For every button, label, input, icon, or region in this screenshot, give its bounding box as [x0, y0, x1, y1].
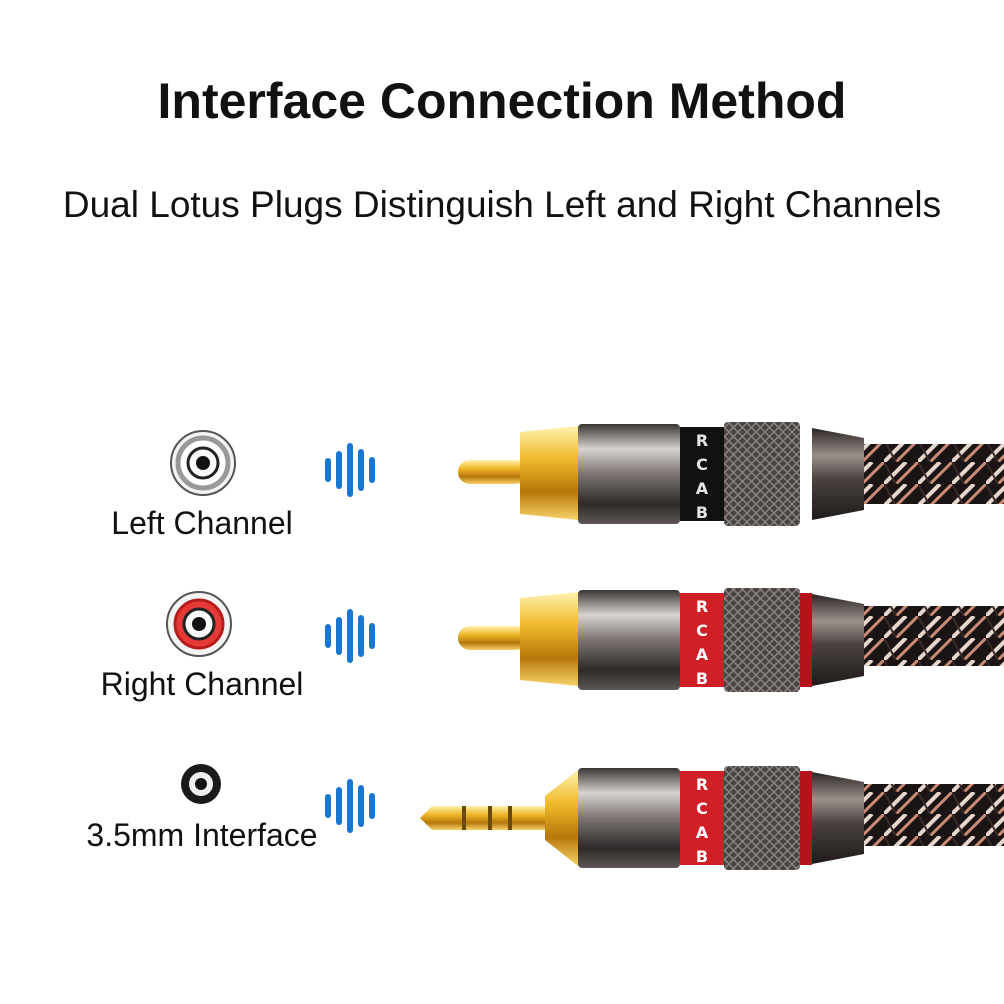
- aux-jack-icon: [181, 764, 221, 804]
- brand-mark-aux: R C A B: [696, 775, 709, 866]
- sound-wave-icon: [325, 779, 375, 833]
- brand-mark-left: R C A B: [696, 431, 709, 522]
- page-title: Interface Connection Method: [157, 73, 847, 129]
- svg-text:C: C: [696, 799, 708, 818]
- rca-plug-right: [458, 588, 1004, 692]
- svg-text:R: R: [696, 597, 708, 616]
- svg-text:A: A: [696, 823, 709, 842]
- svg-text:A: A: [696, 479, 709, 498]
- brand-mark-right: R C A B: [696, 597, 709, 688]
- sound-wave-icon: [325, 443, 375, 497]
- aux-plug: [420, 766, 1004, 870]
- right-channel-label: Right Channel: [100, 666, 304, 702]
- rca-jack-red-icon: [166, 591, 232, 657]
- rca-jack-white-icon: [170, 430, 236, 496]
- aux-interface-label: 3.5mm Interface: [86, 817, 318, 853]
- rca-plug-left: [458, 422, 1004, 526]
- svg-text:B: B: [696, 847, 708, 866]
- svg-text:C: C: [696, 621, 708, 640]
- svg-text:B: B: [696, 503, 708, 522]
- svg-text:R: R: [696, 431, 708, 450]
- svg-text:B: B: [696, 669, 708, 688]
- svg-text:C: C: [696, 455, 708, 474]
- page-subtitle: Dual Lotus Plugs Distinguish Left and Ri…: [62, 184, 942, 225]
- svg-text:R: R: [696, 775, 708, 794]
- sound-wave-icon: [325, 609, 375, 663]
- left-channel-label: Left Channel: [111, 505, 293, 541]
- svg-text:A: A: [696, 645, 709, 664]
